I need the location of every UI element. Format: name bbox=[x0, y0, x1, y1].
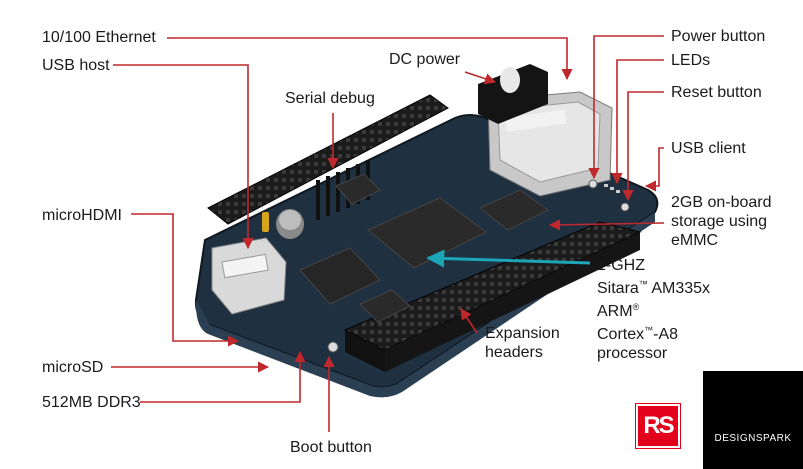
leader-micro-hdmi bbox=[131, 213, 240, 347]
leader-dc-power bbox=[464, 71, 497, 85]
leader-usb-client bbox=[644, 147, 664, 192]
label-usb-host: USB host bbox=[42, 57, 110, 74]
leader-expansion-headers bbox=[460, 308, 478, 334]
ethernet-jack bbox=[487, 91, 613, 197]
processor-line-1: 1-GHZ bbox=[597, 257, 645, 274]
label-expansion-headers: Expansion headers bbox=[485, 325, 560, 361]
processor-cortex: Cortex bbox=[597, 326, 645, 343]
small-chip bbox=[359, 289, 411, 323]
label-emmc: 2GB on-board storage using eMMC bbox=[671, 194, 772, 249]
label-reset-button: Reset button bbox=[671, 84, 762, 101]
usb-host-connector bbox=[211, 237, 287, 315]
designspark-logo: DESIGNSPARK bbox=[703, 371, 803, 469]
leader-usb-host bbox=[113, 64, 254, 250]
leader-leds bbox=[611, 59, 664, 185]
pmic-chip bbox=[335, 173, 381, 205]
label-ddr3: 512MB DDR3 bbox=[42, 394, 141, 411]
header-front bbox=[385, 232, 640, 372]
processor-line-2: Sitara™ AM335x bbox=[597, 275, 710, 298]
label-ethernet: 10/100 Ethernet bbox=[42, 29, 156, 46]
header-side bbox=[345, 330, 385, 372]
label-usb-client: USB client bbox=[671, 140, 746, 157]
processor-arm: ARM bbox=[597, 303, 633, 320]
leader-emmc bbox=[548, 219, 665, 231]
rs-logo: RS bbox=[635, 403, 681, 449]
label-power-button: Power button bbox=[671, 28, 766, 45]
capacitor bbox=[262, 209, 304, 239]
designspark-logo-text: DESIGNSPARK bbox=[714, 433, 792, 444]
processor-model: AM335x bbox=[647, 280, 711, 297]
label-leds: LEDs bbox=[671, 52, 711, 69]
power-button-part bbox=[588, 179, 598, 189]
processor-tm-1: ™ bbox=[638, 279, 648, 289]
label-dc-power: DC power bbox=[389, 51, 461, 68]
reset-button-part bbox=[620, 202, 630, 212]
processor-tm-2: ™ bbox=[644, 325, 654, 335]
processor-sitara: Sitara bbox=[597, 280, 639, 297]
leds-part bbox=[604, 184, 620, 193]
emmc-chip bbox=[479, 189, 549, 231]
label-processor: 1-GHZ Sitara™ AM335x ARM® Cortex™-A8 pro… bbox=[597, 256, 710, 363]
processor-line-5: processor bbox=[597, 345, 668, 362]
processor-chip bbox=[367, 197, 487, 269]
processor-line-4: Cortex™-A8 bbox=[597, 321, 710, 344]
processor-line-3: ARM® bbox=[597, 298, 710, 321]
ddr3-chip bbox=[299, 247, 381, 305]
label-micro-sd: microSD bbox=[42, 359, 104, 376]
leader-processor bbox=[426, 249, 591, 268]
label-serial-debug: Serial debug bbox=[285, 90, 375, 107]
leader-ethernet bbox=[167, 37, 573, 81]
processor-a8: -A8 bbox=[653, 326, 679, 343]
leader-ddr3 bbox=[140, 350, 306, 403]
label-micro-hdmi: microHDMI bbox=[42, 207, 122, 224]
leader-reset-button bbox=[622, 91, 664, 202]
label-boot-button: Boot button bbox=[290, 439, 372, 456]
boot-button-part bbox=[327, 341, 339, 353]
processor-reg: ® bbox=[632, 302, 640, 312]
leader-power-button bbox=[588, 35, 664, 180]
